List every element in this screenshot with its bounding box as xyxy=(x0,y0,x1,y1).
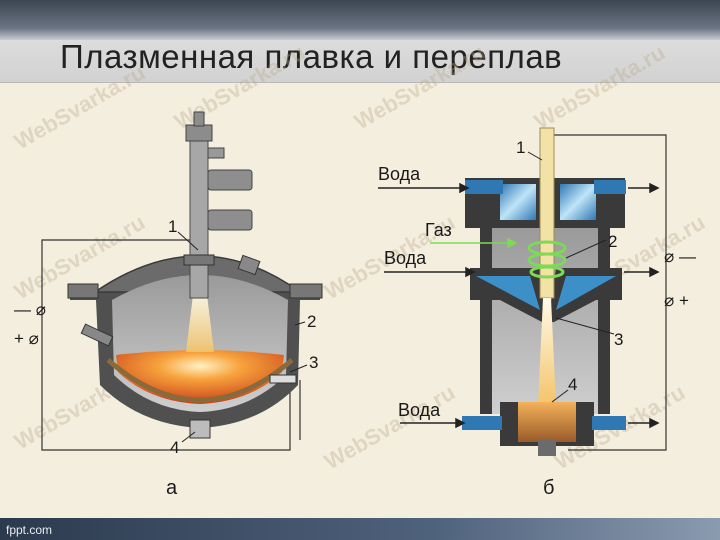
label-water-inlet-mid: Вода xyxy=(384,248,427,268)
caption-b: б xyxy=(543,477,554,499)
water-inlet-bottom xyxy=(462,416,502,430)
label-a-3: 3 xyxy=(309,353,318,372)
water-outlet-bottom xyxy=(592,416,626,430)
lid-handle xyxy=(237,254,261,276)
leader-line xyxy=(527,151,543,161)
watermark-text: WebSvarka.ru xyxy=(170,40,309,135)
label-b-1: 1 xyxy=(516,138,525,157)
polarity-b-plus: ⌀ + xyxy=(664,291,689,310)
flange-right xyxy=(289,283,323,299)
leader-line xyxy=(289,364,308,373)
side-nozzle xyxy=(80,323,114,347)
torch-head xyxy=(185,124,213,142)
torch-seal xyxy=(183,254,215,266)
watermark-text: WebSvarka.ru xyxy=(10,60,149,155)
ingot xyxy=(518,402,576,442)
water-inlet-top xyxy=(465,180,503,194)
footer-text: fppt.com xyxy=(6,523,53,537)
watermark-text: WebSvarka.ru xyxy=(350,40,489,135)
electrode-rod xyxy=(539,127,555,299)
diagram-a: 1 2 3 4 — ⌀ + ⌀ а xyxy=(14,111,323,499)
circuit-wire xyxy=(550,134,667,451)
torch-fitting xyxy=(207,147,225,159)
circuit-wire xyxy=(41,239,291,451)
title-band xyxy=(0,0,720,40)
watermark-text: WebSvarka.ru xyxy=(530,40,669,135)
torch-cap xyxy=(193,111,205,127)
watermark-text: WebSvarka.ru xyxy=(320,380,459,475)
caption-a: а xyxy=(166,477,178,499)
label-a-2: 2 xyxy=(307,312,316,331)
label-a-1: 1 xyxy=(168,217,177,236)
label-b-2: 2 xyxy=(608,232,617,251)
plasma-beam xyxy=(186,295,214,352)
plasma-torch xyxy=(189,139,209,299)
water-jacket-right xyxy=(560,184,596,220)
footer-bar xyxy=(0,518,720,540)
diagram-b: 1 2 3 4 Вода Газ Вода Вода ⌀ — ⌀ + б xyxy=(378,127,696,499)
torch-pipe-upper xyxy=(207,169,253,191)
plasma-column xyxy=(538,298,556,405)
label-b-4: 4 xyxy=(568,375,577,394)
polarity-a-plus: + ⌀ xyxy=(14,329,39,348)
water-outlet-top xyxy=(594,180,626,194)
polarity-b-minus: ⌀ — xyxy=(664,247,696,266)
leader-line xyxy=(294,321,306,326)
leader-line xyxy=(551,389,569,403)
polarity-a-minus: — ⌀ xyxy=(14,300,46,319)
label-b-3: 3 xyxy=(614,330,623,349)
flange-left xyxy=(67,283,99,299)
leader-line xyxy=(565,239,607,259)
water-jacket-left xyxy=(500,184,536,220)
slide-title: Плазменная плавка и переплав xyxy=(60,38,563,75)
torch-pipe-lower xyxy=(207,209,253,231)
flow-arrows xyxy=(378,182,660,429)
gas-swirl xyxy=(527,240,567,279)
label-gas: Газ xyxy=(425,220,452,240)
leader-line xyxy=(181,431,196,443)
label-a-4: 4 xyxy=(170,438,179,457)
label-water-inlet-top: Вода xyxy=(378,164,421,184)
side-connector xyxy=(269,374,297,384)
leader-line xyxy=(555,317,615,335)
bottom-stem xyxy=(538,440,556,456)
label-water-inlet-bottom: Вода xyxy=(398,400,441,420)
nozzle-cooling-left xyxy=(476,276,540,310)
nozzle-cooling-right xyxy=(556,276,616,310)
bottom-electrode xyxy=(189,419,211,439)
leader-line xyxy=(177,231,199,251)
